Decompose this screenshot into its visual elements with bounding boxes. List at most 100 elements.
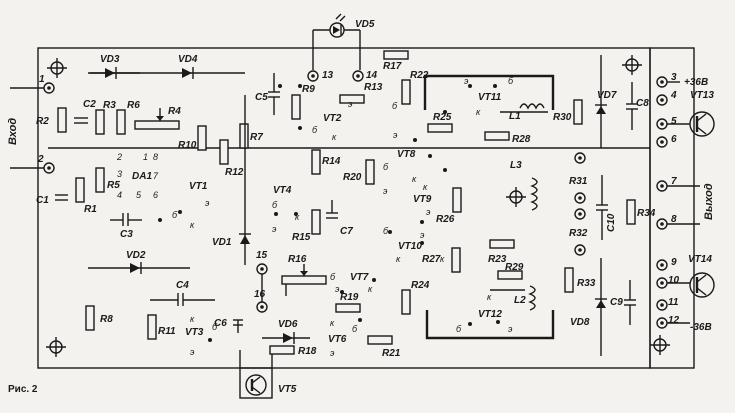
r12-label: R12	[225, 167, 244, 178]
svg-text:э: э	[190, 347, 195, 357]
vt11-label: VT11	[478, 92, 502, 103]
capacitor-c5	[268, 73, 280, 115]
resistor-r29	[497, 270, 523, 280]
resistor-r19	[335, 303, 361, 313]
svg-text:э: э	[383, 186, 388, 196]
r4-label: R4	[168, 106, 181, 117]
r32-label: R32	[569, 228, 588, 239]
da1-pin: 3	[117, 169, 122, 179]
da1-pin: 5	[136, 190, 142, 200]
r30-label: R30	[553, 112, 572, 123]
resistor-r20	[365, 159, 375, 185]
vt12-outline	[425, 310, 555, 340]
svg-text:к: к	[440, 254, 445, 264]
resistor-r25	[427, 123, 453, 133]
r10-label: R10	[178, 140, 197, 151]
minus36-label: -36В	[690, 322, 712, 333]
svg-text:э: э	[420, 230, 425, 240]
resistor-r32	[574, 208, 586, 256]
transistor-vt5	[239, 350, 273, 399]
pin-label: 1	[39, 74, 45, 85]
svg-text:к: к	[330, 318, 335, 328]
transistor-vt7-pins: б э к	[330, 272, 373, 294]
svg-text:б: б	[172, 210, 178, 220]
resistor-r24	[401, 289, 411, 315]
r20-label: R20	[343, 172, 362, 183]
ic-da1: 2 3 4 1 8 7 5 6 DA1	[116, 152, 159, 200]
svg-text:э: э	[272, 224, 277, 234]
c3-label: C3	[120, 229, 133, 240]
connector-pads	[656, 76, 668, 329]
resistor-r27	[451, 247, 461, 273]
svg-text:б: б	[212, 322, 218, 332]
l2-label: L2	[514, 295, 526, 306]
via-pads	[158, 84, 500, 342]
resistor-r7	[239, 123, 249, 149]
svg-text:э: э	[335, 284, 340, 294]
pin-label: 11	[668, 297, 679, 308]
da1-pin: 8	[153, 152, 158, 162]
pin-label: 10	[668, 275, 680, 286]
capacitor-c2	[74, 117, 88, 124]
vt3-label: VT3	[185, 327, 204, 338]
vt9-label: VT9	[413, 194, 432, 205]
vt7-label: VT7	[350, 272, 369, 283]
vd6-label: VD6	[278, 319, 298, 330]
vd5-label: VD5	[355, 19, 375, 30]
r34-label: R34	[637, 208, 656, 219]
transistor-vt2-pins: э б к э	[312, 99, 398, 142]
diode-vd1	[239, 95, 251, 265]
transistor-vt10-pins: э к к	[396, 230, 445, 264]
r8-label: R8	[100, 314, 113, 325]
svg-text:б: б	[392, 101, 398, 111]
capacitor-c4	[150, 293, 215, 306]
r1-label: R1	[84, 204, 97, 215]
c9-label: C9	[610, 297, 623, 308]
vd2-label: VD2	[126, 250, 146, 261]
resistor-r22	[401, 79, 411, 105]
r14-label: R14	[322, 156, 341, 167]
capacitor-c1	[55, 194, 68, 201]
vd4-label: VD4	[178, 54, 198, 65]
svg-text:б: б	[272, 200, 278, 210]
transistor-vt9-pins: к э б	[383, 182, 431, 236]
capacitor-c9	[624, 280, 636, 325]
transistor-vt8-pins: б к э	[383, 162, 417, 196]
svg-text:э: э	[508, 324, 513, 334]
pin-label: 15	[256, 250, 268, 261]
transistor-vt14	[667, 272, 715, 298]
pin-label: 3	[671, 72, 677, 83]
r11-label: R11	[158, 326, 176, 337]
resistor-r23	[489, 239, 515, 249]
da1-pin: 1	[143, 152, 148, 162]
vt12-label: VT12	[478, 309, 502, 320]
pin-label: 7	[671, 176, 677, 187]
pad-15	[256, 263, 268, 275]
pin-label: 4	[670, 90, 677, 101]
svg-text:к: к	[476, 107, 481, 117]
pin-label: 12	[668, 315, 680, 326]
diode-vd8	[595, 258, 607, 356]
mounting-hole	[46, 337, 66, 357]
capacitor-c7	[326, 200, 338, 219]
resistor-r13	[339, 94, 365, 104]
vd1-label: VD1	[212, 237, 232, 248]
r13-label: R13	[364, 82, 383, 93]
r9-label: R9	[302, 84, 315, 95]
svg-text:э: э	[205, 198, 210, 208]
r24-label: R24	[411, 280, 430, 291]
vt13-label: VT13	[690, 90, 714, 101]
r22-label: R22	[410, 70, 429, 81]
diode-vd2	[130, 262, 142, 274]
resistor-r21	[367, 335, 393, 345]
transistor-vt4-pins: б к э	[272, 200, 300, 234]
pin-label: 13	[322, 70, 334, 81]
mounting-hole	[47, 58, 67, 78]
svg-text:э: э	[464, 76, 469, 86]
da1-label: DA1	[132, 171, 152, 182]
r23-label: R23	[488, 254, 507, 265]
trimmer-r4	[134, 108, 180, 130]
resistor-r5	[95, 167, 105, 193]
c2-label: C2	[83, 99, 96, 110]
svg-text:б: б	[352, 324, 358, 334]
